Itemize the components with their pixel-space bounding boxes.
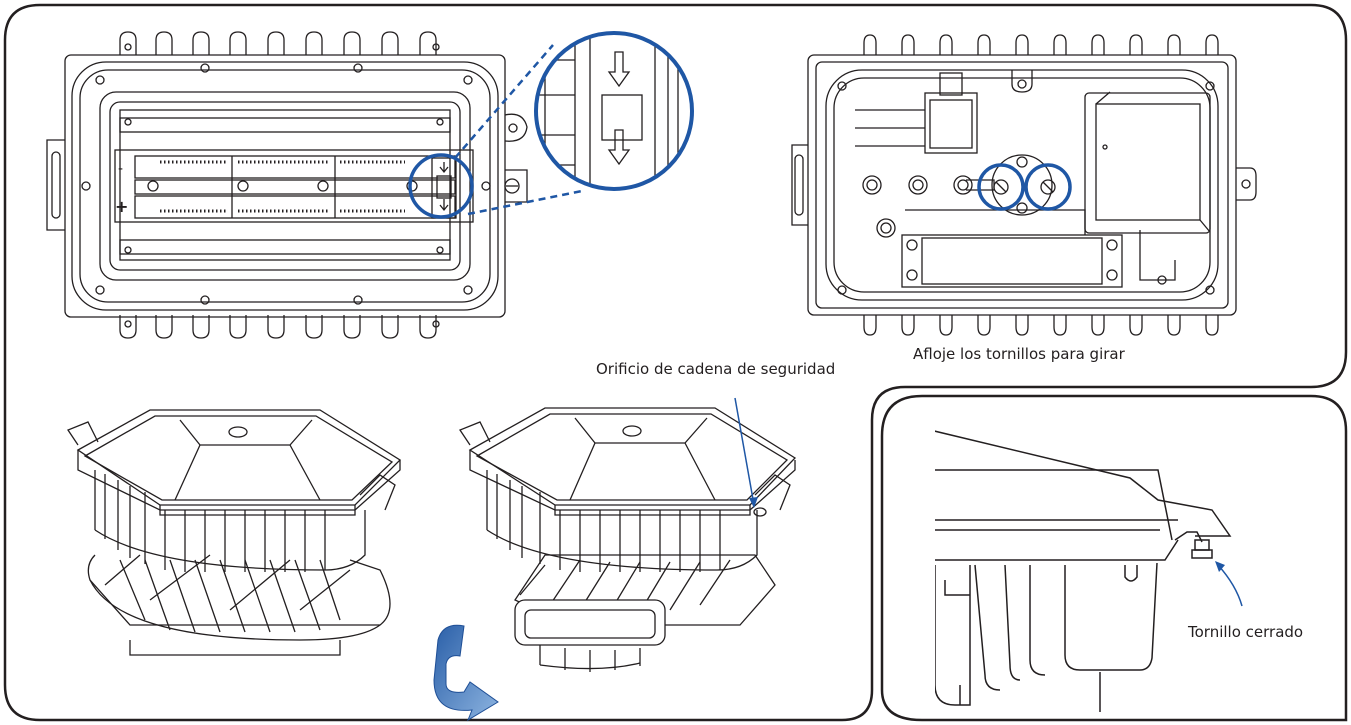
bottom-fins-right xyxy=(863,315,1219,336)
housing-inside-view xyxy=(791,34,1257,336)
closed-screw-pointer xyxy=(1217,564,1243,607)
closed-screw-detail xyxy=(935,429,1232,712)
bottom-fins xyxy=(119,315,437,339)
housing-top-view: - + xyxy=(46,31,528,339)
detail-panel-frame xyxy=(880,394,1348,722)
closed-screw-label: Tornillo cerrado xyxy=(1188,623,1304,641)
curved-rotate-arrow-icon xyxy=(433,624,499,722)
down-arrow-icon xyxy=(607,129,631,166)
svg-text:+: + xyxy=(115,197,128,216)
safety-chain-hole-label: Orificio de cadena de seguridad xyxy=(596,360,836,378)
down-arrow-icon xyxy=(607,51,631,88)
svg-text:-: - xyxy=(118,161,123,177)
safety-chain-pointer xyxy=(734,397,755,506)
main-panel-frame xyxy=(3,3,1348,722)
loosen-screw-callouts xyxy=(977,163,1072,211)
flange-screws xyxy=(81,43,491,328)
housing-closed-perspective xyxy=(67,409,402,656)
housing-rotated-perspective xyxy=(459,407,797,672)
top-fins-right xyxy=(863,34,1219,55)
top-fins xyxy=(119,31,437,55)
latch-magnifier xyxy=(408,31,694,219)
loosen-screws-label: Afloje los tornillos para girar xyxy=(913,345,1125,363)
